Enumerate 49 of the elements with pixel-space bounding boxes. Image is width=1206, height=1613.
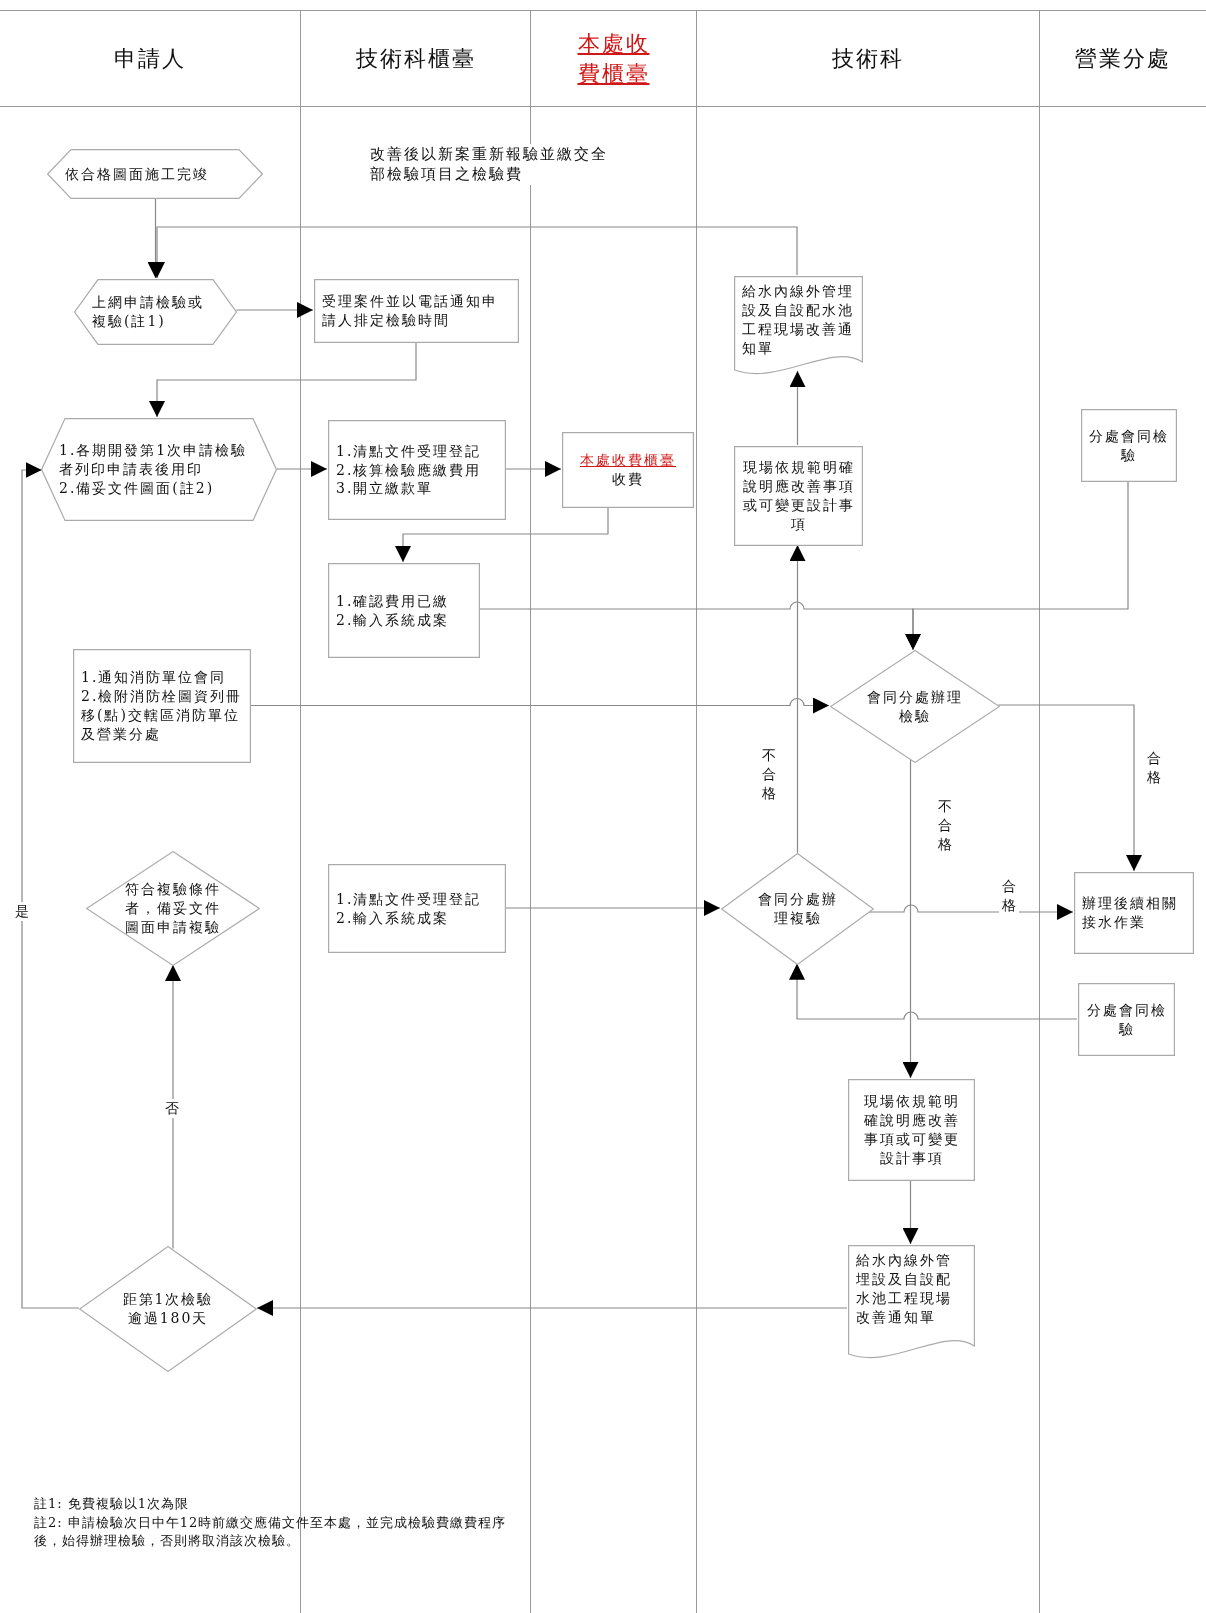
process-box: 1.通知消防單位會同 2.檢附消防栓圖資列冊移(點)交轄區消防單位及營業分處: [73, 649, 251, 763]
decision-diamond: 距第1次檢驗逾過180天: [79, 1246, 257, 1372]
lane-header: 本處收費櫃臺: [531, 11, 696, 107]
arrow: [789, 963, 1078, 1020]
arrow: [250, 697, 830, 714]
lane-header: 技術科櫃臺: [301, 11, 530, 107]
footnote: 註2: 申請檢驗次日中午12時前繳交應備文件至本處，並完成檢驗費繳費程序後，始得辦理檢驗，否則將取消該次檢驗。: [34, 1514, 508, 1550]
edge-label: 不合格: [935, 797, 955, 854]
arrow: [997, 704, 1142, 872]
hexagon-step: 1.各期開發第1次申請檢驗者列印申請表後用印 2.備妥文件圖面(註2): [41, 418, 277, 521]
process-box: 現場依規範明確說明應改善事項或可變更設計事項: [734, 446, 863, 546]
arrow: [789, 370, 806, 446]
swimlane: [696, 10, 1039, 1613]
process-box: 分處會同檢驗: [1081, 409, 1177, 482]
decision-diamond: 符合複驗條件者，備妥文件圖面申請複驗: [86, 851, 260, 966]
process-box: 現場依規範明確說明應改善事項或可變更設計事項: [848, 1079, 975, 1181]
arrow: [504, 900, 721, 916]
process-box: 分處會同檢驗: [1078, 983, 1175, 1056]
arrow: [902, 759, 919, 1079]
arrow: [789, 544, 806, 854]
footnote: 註1: 免費複驗以1次為限: [34, 1495, 191, 1513]
edge-label: 合格: [999, 877, 1019, 915]
lane-header: 技術科: [697, 11, 1039, 107]
arrow: [235, 302, 314, 318]
arrow: [256, 1300, 848, 1316]
process-box: 1.清點文件受理登記 2.輸入系統成案: [328, 864, 506, 953]
arrow: [149, 341, 417, 418]
process-box: 受理案件並以電話通知申請人排定檢驗時間: [314, 279, 519, 343]
arrow: [21, 462, 80, 1309]
hexagon-step: 上網申請檢驗或複驗(註1): [74, 279, 237, 345]
process-box: 1.清點文件受理登記 2.核算檢驗應繳費用 3.開立繳款單: [328, 420, 506, 520]
edge-label: 合格: [1144, 749, 1164, 787]
process-box: 辦理後續相關接水作業: [1074, 872, 1194, 954]
arrow: [395, 506, 609, 563]
lane-header: 營業分處: [1040, 11, 1206, 107]
process-box: 本處收費櫃臺 收費: [562, 432, 694, 508]
arrow: [504, 461, 562, 477]
edge-label: 不合格: [759, 746, 779, 803]
swimlane: [1039, 10, 1206, 1613]
process-box: 1.確認費用已繳 2.輸入系統成案: [328, 563, 480, 658]
arrow: [276, 461, 328, 477]
decision-diamond: 會同分處辦理複驗: [721, 853, 874, 965]
edge-label: 否: [162, 1099, 182, 1118]
arrow: [902, 1179, 919, 1245]
arrow: [905, 480, 1129, 651]
arrow: [165, 964, 181, 1250]
hexagon-step: 依合格圖面施工完竣: [47, 149, 263, 199]
lane-header: 申請人: [0, 11, 300, 107]
decision-diamond: 會同分處辦理檢驗: [830, 650, 1000, 763]
